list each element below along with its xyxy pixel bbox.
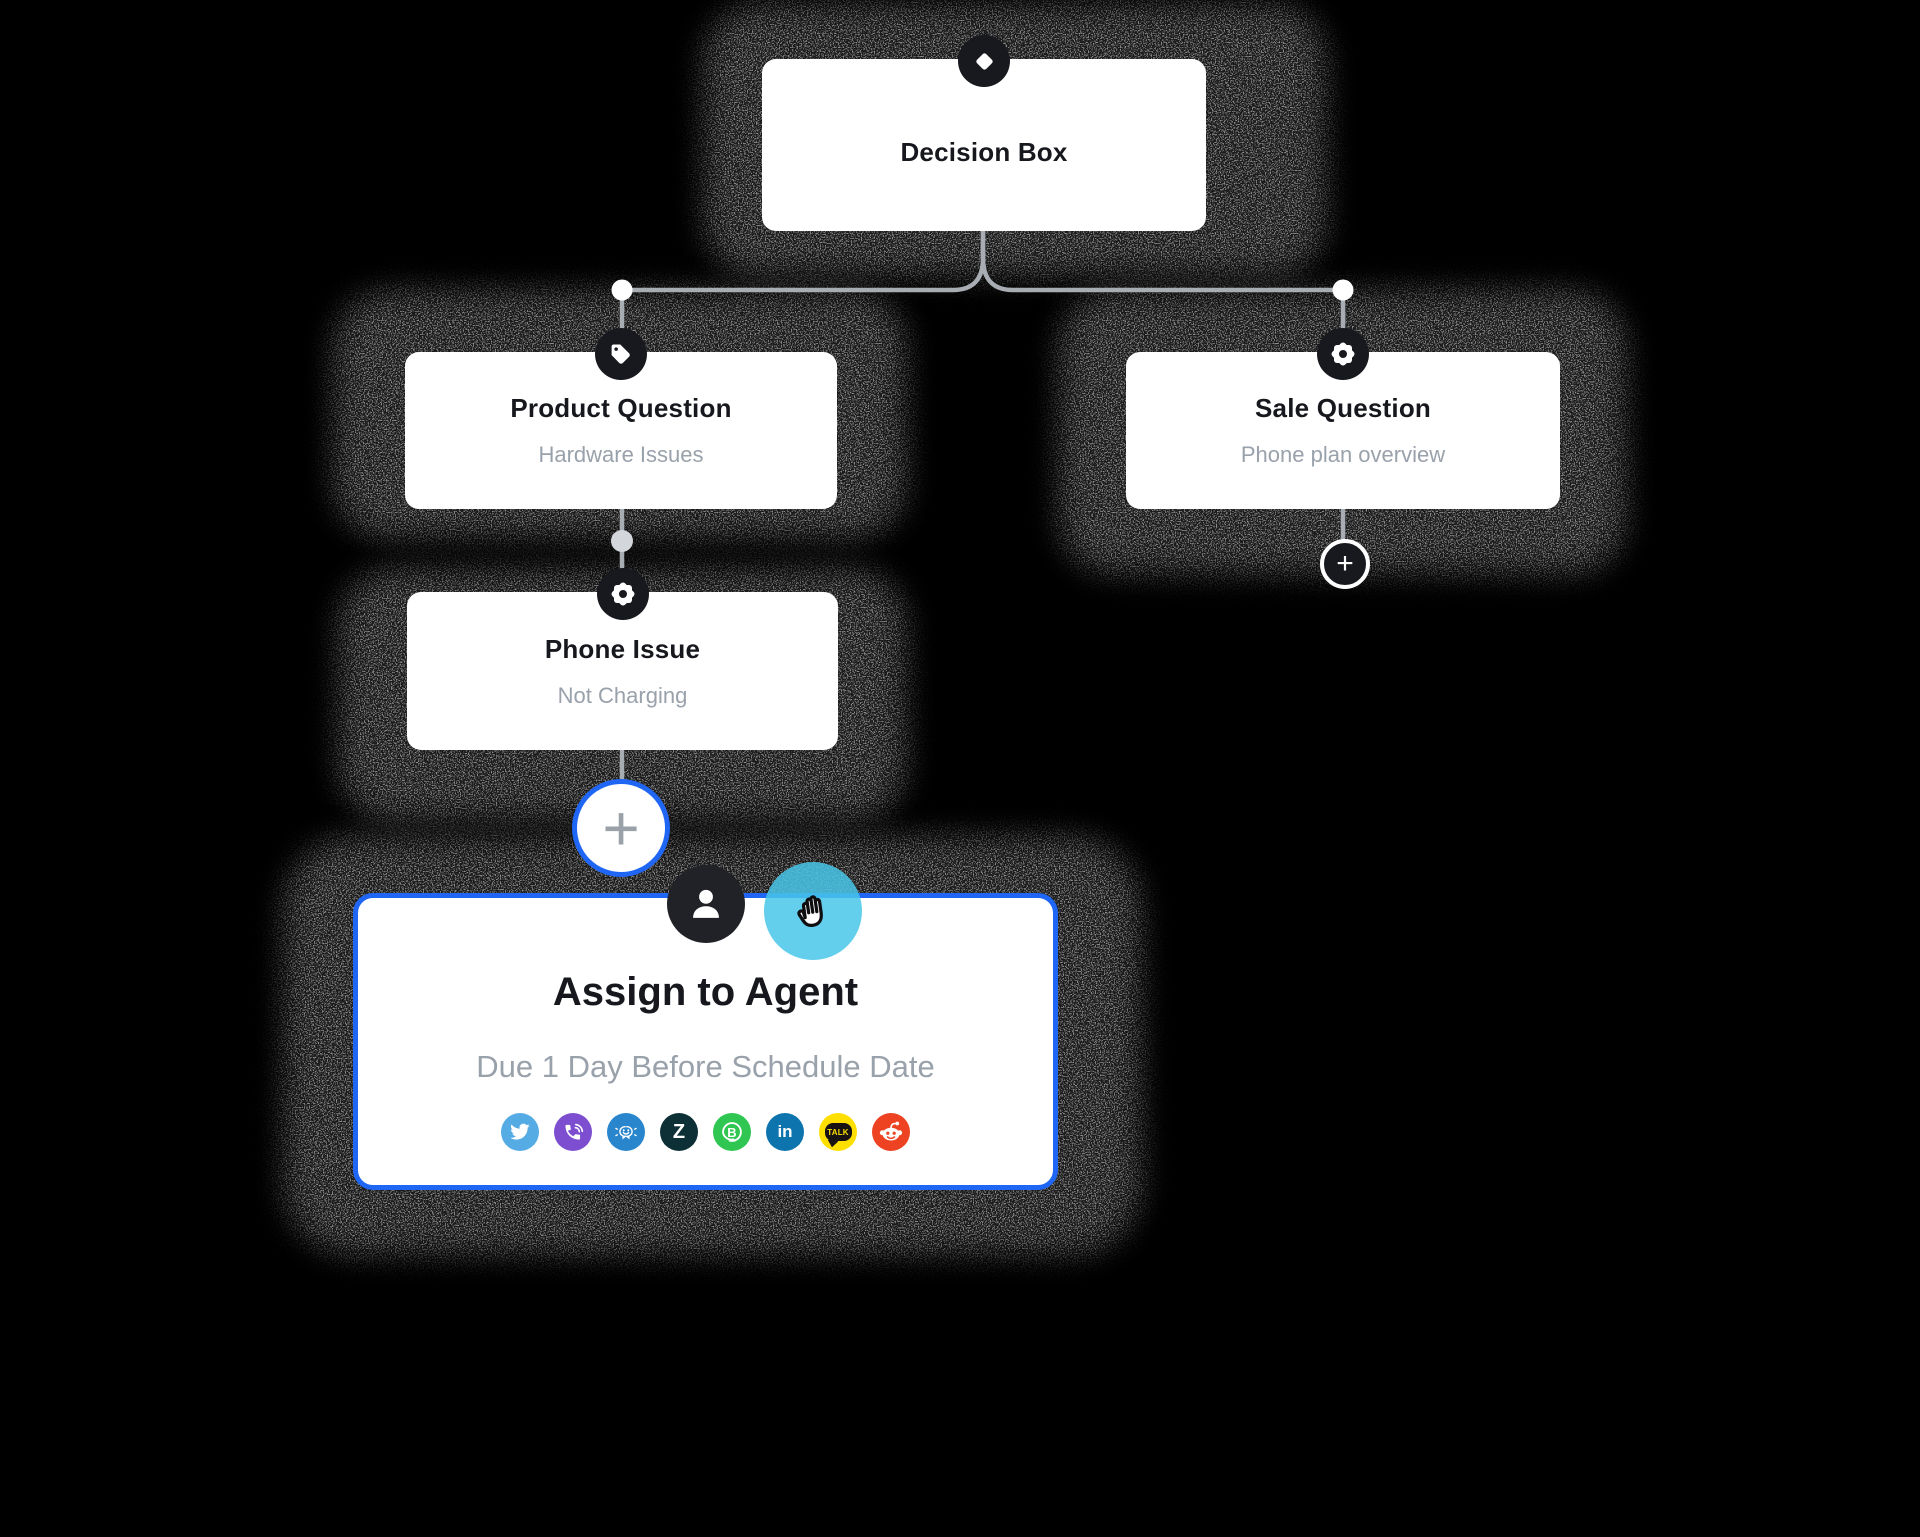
linkedin-letters: in [777, 1121, 793, 1141]
node-title: Sale Question [1255, 393, 1431, 423]
branch-port-dot-left [611, 279, 633, 301]
diamond-icon [958, 35, 1010, 87]
tag-icon [595, 328, 647, 380]
gear-icon [596, 568, 649, 620]
hand-cursor-icon [764, 862, 862, 960]
node-subtitle: Phone plan overview [1240, 442, 1446, 467]
node-title: Product Question [510, 393, 732, 423]
node-subtitle: Not Charging [557, 682, 688, 708]
node-product-question[interactable]: Product Question Hardware Issues [405, 328, 837, 509]
whatsapp-letter: B [727, 1124, 737, 1140]
gear-icon [1317, 328, 1369, 380]
reddit-icon [872, 1113, 910, 1151]
assign-subtitle: Due 1 Day Before Schedule Date [476, 1049, 935, 1084]
linkedin-icon: in [766, 1113, 804, 1151]
connector-decision-to-product [619, 226, 986, 293]
whatsapp-business-icon: B [713, 1113, 751, 1151]
link-dot [611, 530, 633, 552]
kakao-talk-label: TALK [827, 1127, 849, 1137]
add-branch-button[interactable]: + [1320, 539, 1370, 589]
node-phone-issue[interactable]: Phone Issue Not Charging [407, 568, 838, 750]
node-sale-question[interactable]: Sale Question Phone plan overview [1126, 328, 1560, 509]
twitter-icon [501, 1113, 539, 1151]
agent-avatar-icon [666, 865, 745, 943]
kakaotalk-icon: TALK [819, 1113, 857, 1151]
zendesk-icon: Z [660, 1113, 698, 1151]
kakao-bubble-tail [827, 1134, 838, 1148]
live-chat-icon [607, 1113, 645, 1151]
assign-title: Assign to Agent [552, 970, 859, 1014]
branch-port-dot-right [1332, 279, 1354, 301]
channel-icons-row: Z B in TALK [501, 1113, 910, 1151]
node-decision-box[interactable]: Decision Box [762, 35, 1206, 231]
node-title: Decision Box [900, 136, 1068, 167]
add-step-button[interactable]: + [572, 779, 670, 877]
node-title: Phone Issue [544, 633, 701, 664]
connector-decision-to-sale [980, 226, 1346, 293]
node-subtitle: Hardware Issues [538, 442, 704, 467]
kakao-bubble: TALK [824, 1123, 852, 1148]
viber-icon [554, 1113, 592, 1151]
zendesk-letter: Z [672, 1121, 686, 1143]
node-assign-to-agent[interactable]: Assign to Agent Due 1 Day Before Schedul… [353, 862, 1058, 1190]
